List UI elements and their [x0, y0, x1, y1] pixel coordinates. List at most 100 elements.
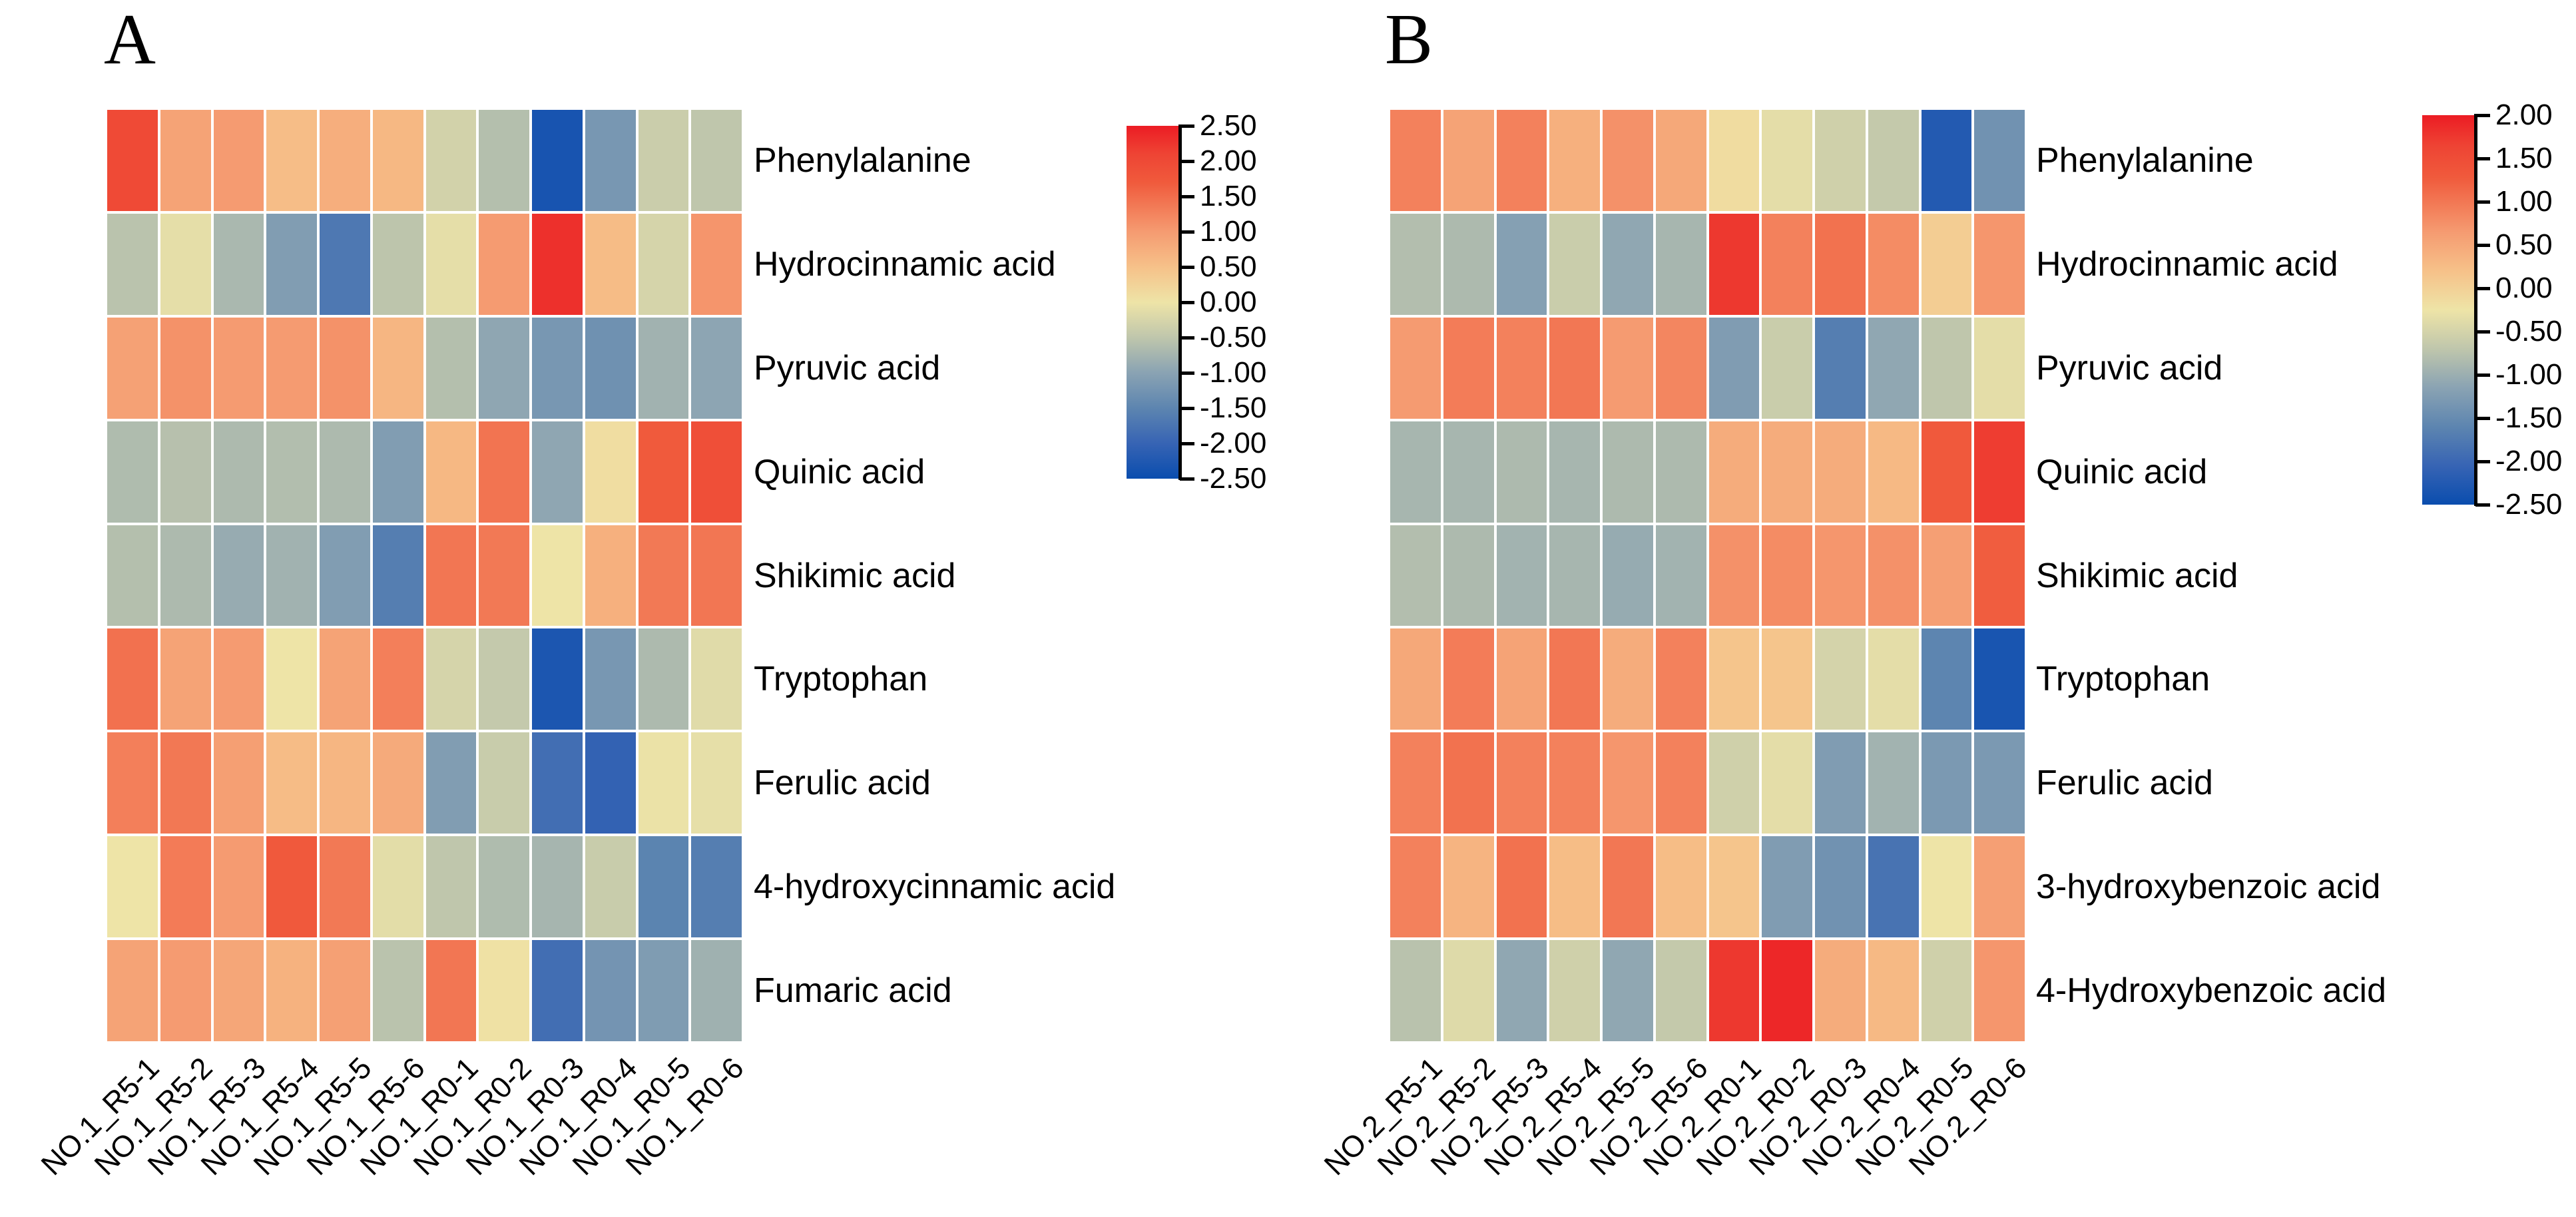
cell-r8c5: [320, 836, 370, 938]
cell-r9c5: [1603, 940, 1653, 1042]
cell-r1c1: [1390, 110, 1441, 211]
cell-r3c1: [1390, 317, 1441, 419]
cell-r1c3: [213, 110, 264, 211]
colorbar-tick: [1180, 195, 1194, 198]
cell-r3c4: [1549, 317, 1600, 419]
cell-r3c11: [1921, 317, 1972, 419]
cell-r2c12: [1974, 213, 2025, 315]
colorbar-tick-label: 1.50: [2495, 142, 2553, 174]
colorbar-gradient: [1127, 126, 1180, 479]
cell-r3c5: [1603, 317, 1653, 419]
cell-r8c11: [1921, 836, 1972, 938]
cell-r4c4: [266, 421, 317, 523]
cell-r8c10: [1868, 836, 1919, 938]
cell-r9c11: [638, 940, 689, 1042]
cell-r3c7: [425, 317, 477, 419]
colorbar-tick-label: -0.50: [1200, 321, 1267, 354]
cell-r4c1: [1390, 421, 1441, 523]
cell-r8c9: [1815, 836, 1866, 938]
colorbar-tick: [2475, 200, 2490, 204]
colorbar-tick: [1180, 230, 1194, 234]
cell-r6c6: [1655, 628, 1706, 730]
cell-r1c11: [638, 110, 689, 211]
cell-r2c3: [213, 213, 264, 315]
cell-r6c3: [1496, 628, 1547, 730]
cell-r6c1: [1390, 628, 1441, 730]
cell-r9c2: [1443, 940, 1494, 1042]
cell-r2c5: [320, 213, 370, 315]
cell-r5c11: [1921, 525, 1972, 626]
cell-r5c4: [1549, 525, 1600, 626]
cell-r9c2: [160, 940, 211, 1042]
colorbar-axis-line: [2474, 114, 2477, 506]
colorbar-tick-label: 1.50: [1200, 180, 1257, 212]
cell-r2c8: [1762, 213, 1812, 315]
cell-r7c4: [1549, 732, 1600, 834]
cell-r3c6: [372, 317, 423, 419]
cell-r1c12: [1974, 110, 2025, 211]
colorbar-tick: [1180, 124, 1194, 128]
colorbar-tick-label: -2.50: [2495, 488, 2563, 521]
cell-r4c4: [1549, 421, 1600, 523]
cell-r9c4: [1549, 940, 1600, 1042]
row-label: 4-Hydroxybenzoic acid: [2036, 971, 2387, 1011]
colorbar-tick-label: 1.00: [2495, 185, 2553, 218]
cell-r8c12: [691, 836, 742, 938]
cell-r5c10: [1868, 525, 1919, 626]
cell-r4c2: [1443, 421, 1494, 523]
cell-r2c1: [107, 213, 158, 315]
cell-r3c2: [160, 317, 211, 419]
colorbar-tick-label: -1.00: [1200, 356, 1267, 389]
cell-r7c4: [266, 732, 317, 834]
cell-r8c9: [532, 836, 583, 938]
cell-r5c12: [691, 525, 742, 626]
cell-r1c9: [1815, 110, 1866, 211]
cell-r5c6: [1655, 525, 1706, 626]
row-label: Quinic acid: [2036, 452, 2208, 491]
colorbar-tick-label: 0.00: [1200, 286, 1257, 318]
cell-r2c9: [1815, 213, 1866, 315]
cell-r7c2: [160, 732, 211, 834]
cell-r7c6: [372, 732, 423, 834]
colorbar-tick: [2475, 114, 2490, 117]
cell-r1c11: [1921, 110, 1972, 211]
cell-r2c5: [1603, 213, 1653, 315]
cell-r2c12: [691, 213, 742, 315]
row-label: Tryptophan: [754, 660, 928, 699]
cell-r2c7: [425, 213, 477, 315]
cell-r3c8: [1762, 317, 1812, 419]
cell-r7c8: [479, 732, 529, 834]
cell-r9c1: [1390, 940, 1441, 1042]
cell-r1c4: [1549, 110, 1600, 211]
cell-r1c9: [532, 110, 583, 211]
cell-r9c5: [320, 940, 370, 1042]
cell-r6c2: [160, 628, 211, 730]
heatmap-b: [1390, 110, 2025, 1042]
cell-r4c8: [1762, 421, 1812, 523]
cell-r7c12: [691, 732, 742, 834]
cell-r6c7: [425, 628, 477, 730]
colorbar-tick: [1180, 301, 1194, 304]
cell-r4c11: [638, 421, 689, 523]
cell-r2c2: [1443, 213, 1494, 315]
colorbar-tick: [2475, 373, 2490, 377]
cell-r4c5: [1603, 421, 1653, 523]
cell-r5c7: [1708, 525, 1760, 626]
colorbar-tick: [2475, 330, 2490, 334]
cell-r8c11: [638, 836, 689, 938]
cell-r9c6: [372, 940, 423, 1042]
cell-r8c12: [1974, 836, 2025, 938]
colorbar-tick: [2475, 460, 2490, 463]
cell-r8c8: [1762, 836, 1812, 938]
cell-r6c9: [532, 628, 583, 730]
cell-r1c12: [691, 110, 742, 211]
cell-r5c9: [1815, 525, 1866, 626]
cell-r3c12: [1974, 317, 2025, 419]
cell-r6c6: [372, 628, 423, 730]
colorbar-tick: [1180, 477, 1194, 481]
cell-r8c1: [107, 836, 158, 938]
cell-r9c7: [1708, 940, 1760, 1042]
cell-r3c8: [479, 317, 529, 419]
cell-r6c12: [691, 628, 742, 730]
cell-r4c3: [1496, 421, 1547, 523]
